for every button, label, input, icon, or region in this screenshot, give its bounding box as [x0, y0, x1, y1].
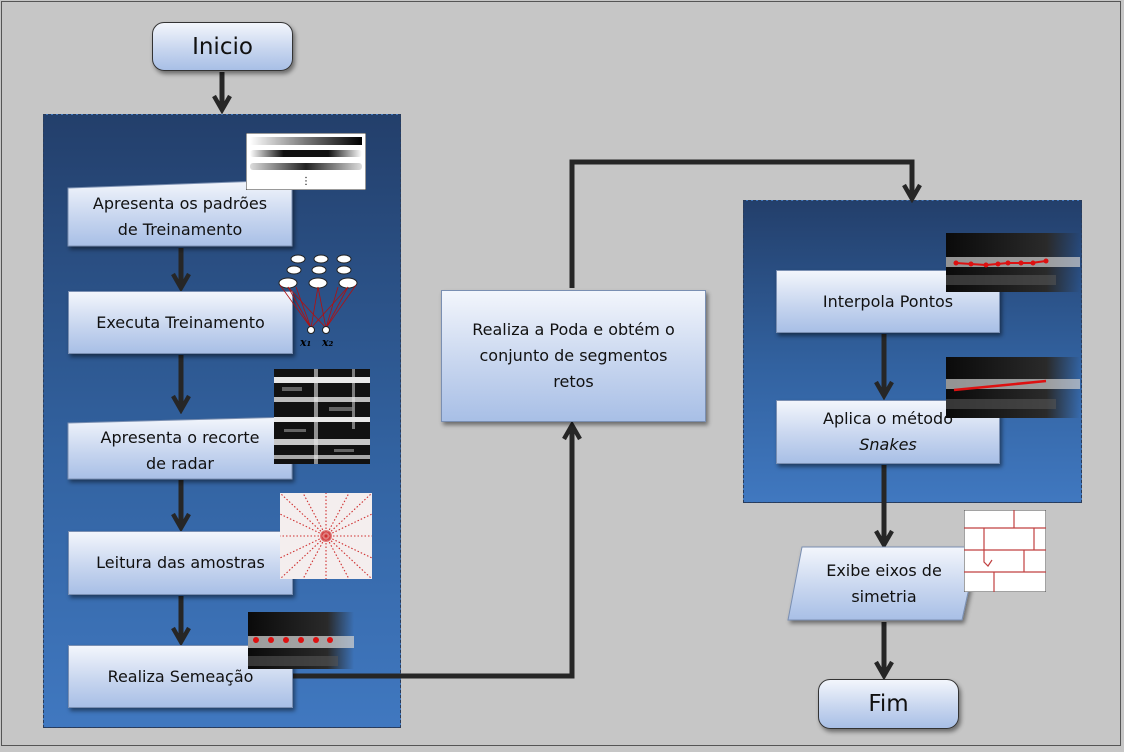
training-step-label: Executa Treinamento [96, 312, 265, 332]
end-terminal: Fim [818, 679, 959, 729]
training-step: Executa Treinamento [68, 291, 293, 354]
seeding-thumbnail [248, 612, 354, 669]
symmetry-axes-thumbnail [964, 510, 1046, 592]
start-label: Inicio [192, 33, 253, 60]
patterns-step-line1: Apresenta os padrões [92, 194, 268, 213]
pruning-step: Realiza a Poda e obtém o conjunto de seg… [441, 290, 706, 422]
pruning-line2: conjunto de segmentos [479, 346, 668, 365]
end-label: Fim [868, 691, 909, 717]
snakes-line2: Snakes [859, 435, 917, 454]
seeding-step-label: Realiza Semeação [107, 666, 254, 686]
interpolate-label: Interpola Pontos [822, 291, 954, 311]
arrow-seeding-to-pruning [293, 427, 572, 679]
neural-network-icon: x₁ x₂ [278, 254, 358, 348]
patterns-ellipsis: ⋮ [301, 176, 311, 187]
display-step-shape [787, 546, 979, 621]
samples-step-label: Leitura das amostras [96, 553, 265, 572]
interpolation-thumbnail [946, 233, 1080, 292]
snakes-thumbnail [946, 357, 1080, 418]
training-patterns-thumbnail: ⋮ [246, 133, 366, 190]
pruning-line3: retos [553, 372, 594, 391]
display-line1: Exibe eixos de [826, 561, 942, 580]
crop-step: Apresenta o recorte de radar [68, 424, 292, 478]
crop-step-shape [67, 416, 293, 480]
sampling-pattern-thumbnail [280, 493, 372, 579]
display-line2: simetria [851, 587, 917, 606]
input-x2-label: x₂ [321, 336, 334, 348]
samples-step: Leitura das amostras [68, 531, 293, 595]
start-terminal: Inicio [152, 22, 293, 71]
patterns-step: Apresenta os padrões de Treinamento [68, 190, 292, 244]
arrow-pruning-to-interpolate [569, 159, 912, 288]
crop-step-line2: de radar [145, 454, 214, 473]
crop-step-line1: Apresenta o recorte [100, 428, 260, 447]
snakes-line1: Aplica o método [823, 409, 953, 428]
input-x1-label: x₁ [299, 336, 311, 348]
pruning-line1: Realiza a Poda e obtém o [472, 320, 675, 339]
patterns-step-shape [67, 179, 293, 247]
patterns-step-line2: de Treinamento [117, 220, 243, 239]
radar-crop-thumbnail [274, 369, 370, 464]
display-step: Exibe eixos de simetria [800, 550, 968, 618]
